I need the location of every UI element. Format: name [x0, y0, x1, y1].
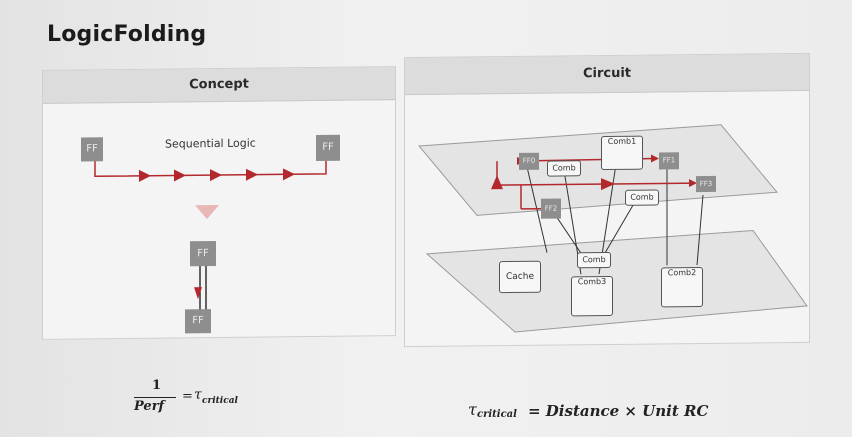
circuit-panel: Circuit FF0 FF1 FF2 FF3 Com: [404, 52, 810, 348]
ff-block-top-folded: FF: [190, 241, 216, 267]
via-ff3-comb2: [696, 194, 704, 266]
ff3-arrow: [689, 179, 697, 188]
sequential-chain-diagram: [94, 160, 327, 314]
ff0-block: FF0: [519, 152, 539, 170]
comb-block-upper-right: Comb: [625, 189, 659, 206]
rc-formula: τ critical = Distance × Unit RC: [468, 400, 758, 430]
fraction-bar: [134, 397, 176, 398]
wire-main-ff3: [497, 182, 695, 186]
concept-panel: Concept FF FF Sequential Logic FF FF: [42, 66, 396, 340]
ff2-block: FF2: [541, 198, 561, 219]
comb3-label: Comb3: [577, 277, 607, 287]
via-ff0-lower: [526, 166, 548, 253]
comb2-block: Comb2: [661, 266, 703, 308]
folded-red-arrow: [194, 287, 202, 300]
input-red-arrow: [491, 175, 503, 190]
rc-critical-sub: critical: [477, 409, 517, 420]
comb-block-lower: Comb: [577, 251, 611, 269]
logic-arrow-5: [283, 168, 295, 181]
upper-die-plane: [417, 124, 779, 216]
circuit-diagram: [417, 124, 808, 333]
logic-arrow-4: [246, 168, 258, 181]
slide-title: LogicFolding: [47, 22, 207, 47]
main-red-arrow: [601, 178, 615, 191]
rc-tau: τ: [468, 400, 477, 419]
formula-critical-sub: critical: [202, 396, 238, 406]
lower-die-plane: [425, 229, 808, 333]
formula-numerator: 1: [152, 378, 162, 393]
formula-tau: τ: [194, 387, 202, 403]
ff3-block: FF3: [696, 175, 716, 193]
ff1-block: FF1: [659, 152, 679, 170]
comb-block-upper-left: Comb: [547, 160, 581, 177]
rc-equation: = Distance × Unit RC: [528, 402, 709, 420]
via-comb-comb-mid: [604, 201, 636, 254]
fold-down-arrow: [195, 205, 219, 220]
comb2-label: Comb2: [667, 268, 697, 278]
logic-arrow-2: [174, 169, 186, 182]
ff1-arrow: [651, 154, 659, 163]
comb1-block: Comb1: [601, 135, 643, 171]
cache-block: Cache: [499, 260, 541, 294]
comb1-label: Comb1: [607, 136, 637, 146]
comb3-block: Comb3: [571, 275, 613, 317]
perf-formula: 1 Perf = τ critical: [132, 378, 252, 418]
ff-block-bottom-folded: FF: [185, 309, 211, 334]
formula-equals: =: [182, 389, 193, 404]
logic-arrow-3: [210, 169, 222, 182]
formula-denominator: Perf: [134, 399, 165, 414]
logic-arrow-1: [139, 169, 151, 182]
